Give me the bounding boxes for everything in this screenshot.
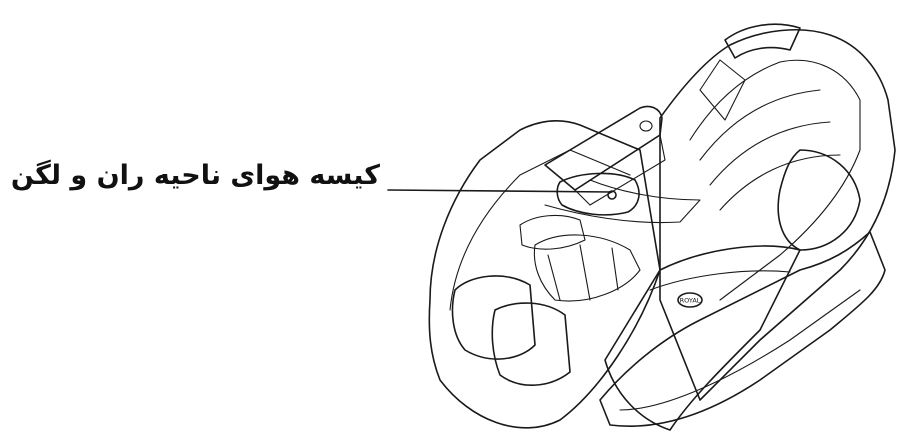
calf-pad [534,235,640,301]
right-shell [778,150,860,250]
knee-roller-left [520,215,585,249]
shoulder-airbag [700,60,745,120]
armrest-panel [575,135,665,205]
backrest-center-panel [690,60,860,300]
side-cover-edge [650,271,790,290]
seat-airbag [557,173,639,214]
chair-base [600,232,885,426]
armrest-knob [640,121,652,131]
backrest [660,30,895,400]
calf-groove [548,245,618,300]
leader-line [388,190,612,192]
foot-well-right [492,303,570,385]
legrest-shell [429,121,660,428]
backrest-ribs [700,90,840,210]
side-cover [605,246,800,430]
brand-badge-text: ROYAL [680,297,701,305]
